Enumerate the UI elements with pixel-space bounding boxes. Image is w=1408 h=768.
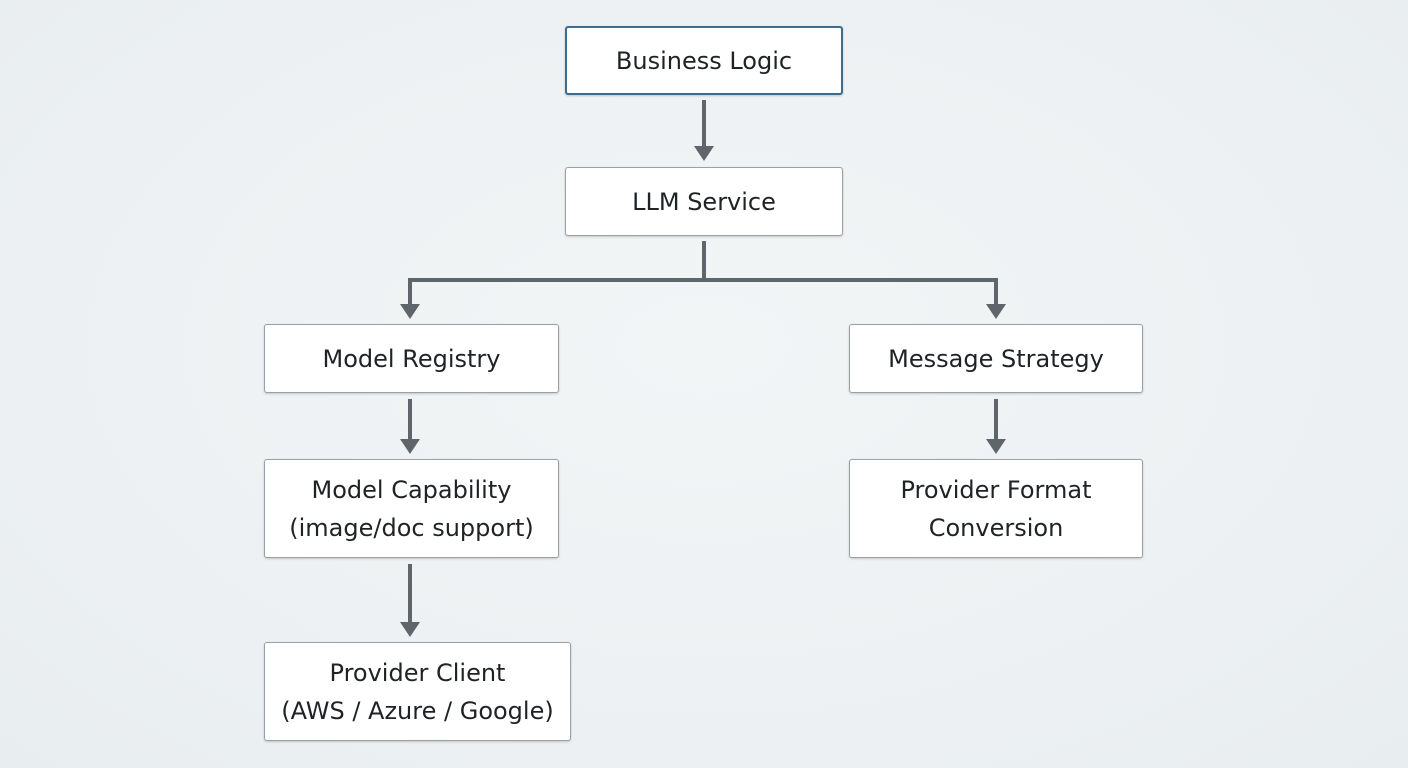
arrowhead-model-registry bbox=[400, 304, 420, 319]
message-strategy-label: Message Strategy bbox=[888, 344, 1104, 373]
llm-service-label: LLM Service bbox=[632, 187, 776, 216]
arrowhead-capability bbox=[400, 439, 420, 454]
message-strategy-node: Message Strategy bbox=[849, 324, 1143, 393]
llm-service-node: LLM Service bbox=[565, 167, 843, 236]
provider-client-line1: Provider Client bbox=[329, 658, 506, 687]
business-logic-node: Business Logic bbox=[565, 26, 843, 95]
model-capability-line1: Model Capability bbox=[311, 475, 512, 504]
arrowhead-llm bbox=[694, 146, 714, 161]
arrowhead-provider-format bbox=[986, 439, 1006, 454]
model-capability-line2: (image/doc support) bbox=[289, 513, 534, 542]
provider-format-line1: Provider Format bbox=[900, 475, 1092, 504]
provider-format-node: Provider Format Conversion bbox=[849, 459, 1143, 558]
provider-format-line2: Conversion bbox=[928, 513, 1064, 542]
arrowhead-provider-client bbox=[400, 622, 420, 637]
arrowhead-message-strategy bbox=[986, 304, 1006, 319]
model-registry-label: Model Registry bbox=[322, 344, 501, 373]
model-capability-node: Model Capability (image/doc support) bbox=[264, 459, 559, 558]
model-registry-node: Model Registry bbox=[264, 324, 559, 393]
provider-client-line2: (AWS / Azure / Google) bbox=[281, 696, 554, 725]
business-logic-label: Business Logic bbox=[615, 46, 793, 75]
provider-client-node: Provider Client (AWS / Azure / Google) bbox=[264, 642, 571, 741]
